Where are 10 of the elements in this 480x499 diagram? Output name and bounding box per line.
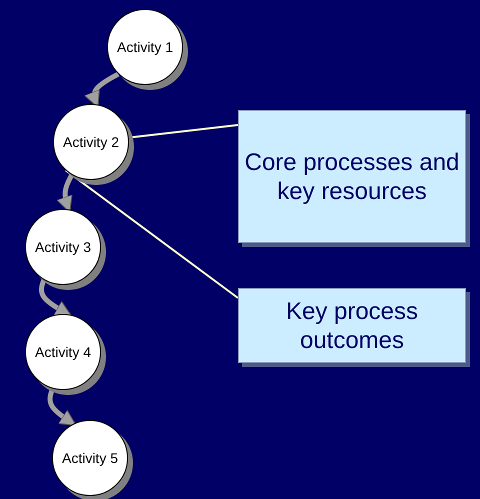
- node-label: Key process outcomes: [284, 296, 420, 354]
- node-label: Activity 3: [34, 238, 91, 257]
- node-label: Activity 2: [62, 133, 119, 152]
- node-label: Activity 5: [62, 449, 118, 468]
- leader-line: [65, 170, 239, 299]
- node-label: Activity 4: [34, 343, 91, 362]
- node-label: Activity 1: [116, 38, 173, 57]
- node-label: Core processes and key resources: [244, 148, 460, 206]
- curved-arrow: [38, 278, 72, 317]
- curved-arrow: [48, 388, 77, 426]
